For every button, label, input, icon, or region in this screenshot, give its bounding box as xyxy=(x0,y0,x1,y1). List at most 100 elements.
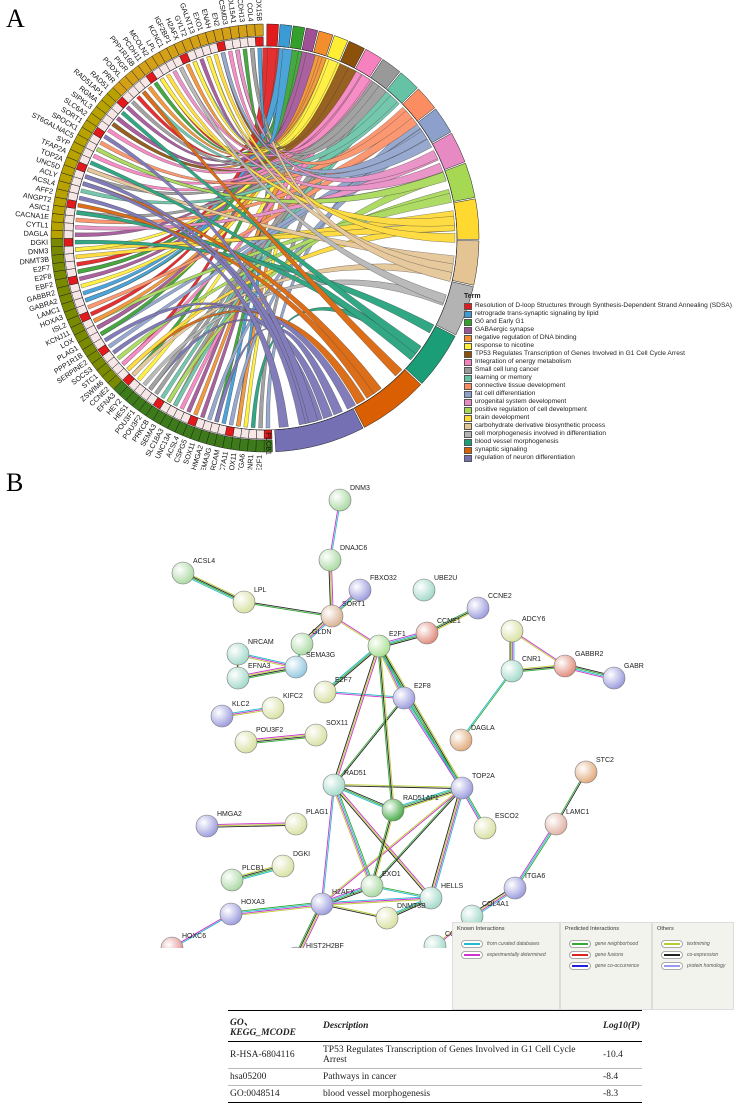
network-edge xyxy=(246,735,317,744)
node-label: STC2 xyxy=(596,757,614,764)
node-sphere xyxy=(226,642,250,666)
network-node: CCNE2 xyxy=(466,593,512,620)
network-node: FBXO32 xyxy=(348,575,397,602)
term-arc xyxy=(266,23,279,47)
legend-term-label: positive regulation of cell development xyxy=(475,406,587,413)
network-edge xyxy=(206,822,296,826)
node-sphere xyxy=(423,934,447,948)
gene-label: COL4 xyxy=(245,2,255,21)
node-label: CCNE1 xyxy=(437,618,461,625)
network-node: DNMT3B xyxy=(375,903,426,930)
node-label: HOXC6 xyxy=(182,933,206,940)
legend-swatch xyxy=(464,326,472,334)
network-edge xyxy=(378,645,394,811)
legend-term-label: cell morphogenesis involved in different… xyxy=(475,430,607,437)
chord-ribbon xyxy=(116,189,451,361)
network-node: CCNE1 xyxy=(415,618,461,645)
network-node: GLDN xyxy=(290,629,331,656)
node-sphere xyxy=(210,704,234,728)
legend-term-label: brain development xyxy=(475,414,530,421)
gene-term-cell xyxy=(248,429,257,440)
node-sphere xyxy=(360,874,384,898)
network-node: RAD51AP1 xyxy=(381,795,439,822)
cell-term-id: hsa05200 xyxy=(228,1068,321,1086)
chord-inner-ring xyxy=(72,45,458,431)
legend-swatch xyxy=(464,422,472,430)
header-term-id: GO、KEGG_MCODE xyxy=(228,1010,321,1042)
legend-item-fusions: gene fusions xyxy=(569,951,623,959)
network-edge xyxy=(403,697,463,789)
network-edge xyxy=(370,809,393,886)
network-edge xyxy=(334,784,374,886)
legend-swatch xyxy=(464,446,472,454)
node-label: GABR xyxy=(624,663,644,670)
network-node: ITGA6 xyxy=(503,873,545,900)
network-node: ADCY6 xyxy=(500,616,545,643)
gene-label: NRCAM xyxy=(207,449,222,470)
network-edge xyxy=(378,646,462,789)
network-node: HMGA2 xyxy=(195,811,242,838)
table-row: GO:0048514 blood vessel morphogenesis -8… xyxy=(228,1085,642,1103)
gene-term-cell xyxy=(231,38,242,49)
node-sphere xyxy=(304,723,328,747)
network-edge xyxy=(377,646,393,811)
network-edge xyxy=(393,789,463,813)
chord-ribbon xyxy=(199,52,316,148)
network-node: KLC2 xyxy=(210,701,250,728)
cell-description: TP53 Regulates Transcription of Genes In… xyxy=(321,1041,602,1069)
network-edge xyxy=(515,824,558,889)
gene-label: E2F8 xyxy=(34,271,53,283)
legend-term: Integration of energy metabolism xyxy=(464,358,744,366)
node-sphere xyxy=(318,548,342,572)
node-label: DGKI xyxy=(293,851,310,858)
network-edge xyxy=(244,600,333,616)
network-node: HIST2H2BF xyxy=(290,943,344,948)
gene-label: EBF2 xyxy=(34,280,54,293)
chord-ribbon xyxy=(93,193,452,323)
node-sphere xyxy=(500,659,524,683)
legend-term: positive regulation of cell development xyxy=(464,406,744,414)
legend-term-label: connective tissue development xyxy=(475,382,566,389)
panel-b-label: B xyxy=(6,468,24,497)
node-sphere xyxy=(220,868,244,892)
legend-item-neighborhood: gene neighborhood xyxy=(569,940,638,948)
legend-swatch xyxy=(464,310,472,318)
node-sphere xyxy=(503,876,527,900)
node-label: HELLS xyxy=(441,883,464,890)
gene-label: SLC7A11 xyxy=(216,451,230,470)
chord-ribbon xyxy=(95,147,447,204)
network-edge xyxy=(380,644,465,788)
node-sphere xyxy=(328,488,352,512)
network-edge xyxy=(372,810,395,887)
network-node: DNM3 xyxy=(328,485,370,512)
term-arc xyxy=(453,198,480,240)
node-label: NRCAM xyxy=(248,639,274,646)
node-sphere xyxy=(234,730,258,754)
node-label: ESCO2 xyxy=(495,813,519,820)
cell-logp: -8.3 xyxy=(601,1085,642,1103)
panel-a-label: A xyxy=(6,4,25,33)
cell-term-id: R-HSA-6804116 xyxy=(228,1041,321,1069)
legend-item-textmining: textmining xyxy=(661,940,710,948)
legend-term: blood vessel morphogenesis xyxy=(464,438,744,446)
legend-term: connective tissue development xyxy=(464,382,744,390)
gene-term-cell xyxy=(247,36,257,47)
node-sphere xyxy=(466,596,490,620)
node-sphere xyxy=(553,654,577,678)
node-sphere xyxy=(320,604,344,628)
network-node: GABBR2 xyxy=(553,651,604,678)
predicted-interactions-box: Predicted Interactions gene neighborhood… xyxy=(560,922,652,1010)
node-label: PLCB1 xyxy=(242,865,264,872)
gene-label: CACNA1E xyxy=(15,209,50,221)
gene-label: E2F7 xyxy=(32,263,50,274)
node-sphere xyxy=(322,773,346,797)
legend-swatch xyxy=(464,382,472,390)
network-edge xyxy=(372,788,463,887)
gene-label: ASIC1 xyxy=(29,201,51,213)
gene-label: CDH13 xyxy=(236,0,247,23)
gene-arc xyxy=(247,439,257,453)
network-edge xyxy=(323,644,379,692)
gene-term-cell xyxy=(63,238,74,247)
node-label: HOXA3 xyxy=(241,899,265,906)
network-edge xyxy=(245,732,316,741)
